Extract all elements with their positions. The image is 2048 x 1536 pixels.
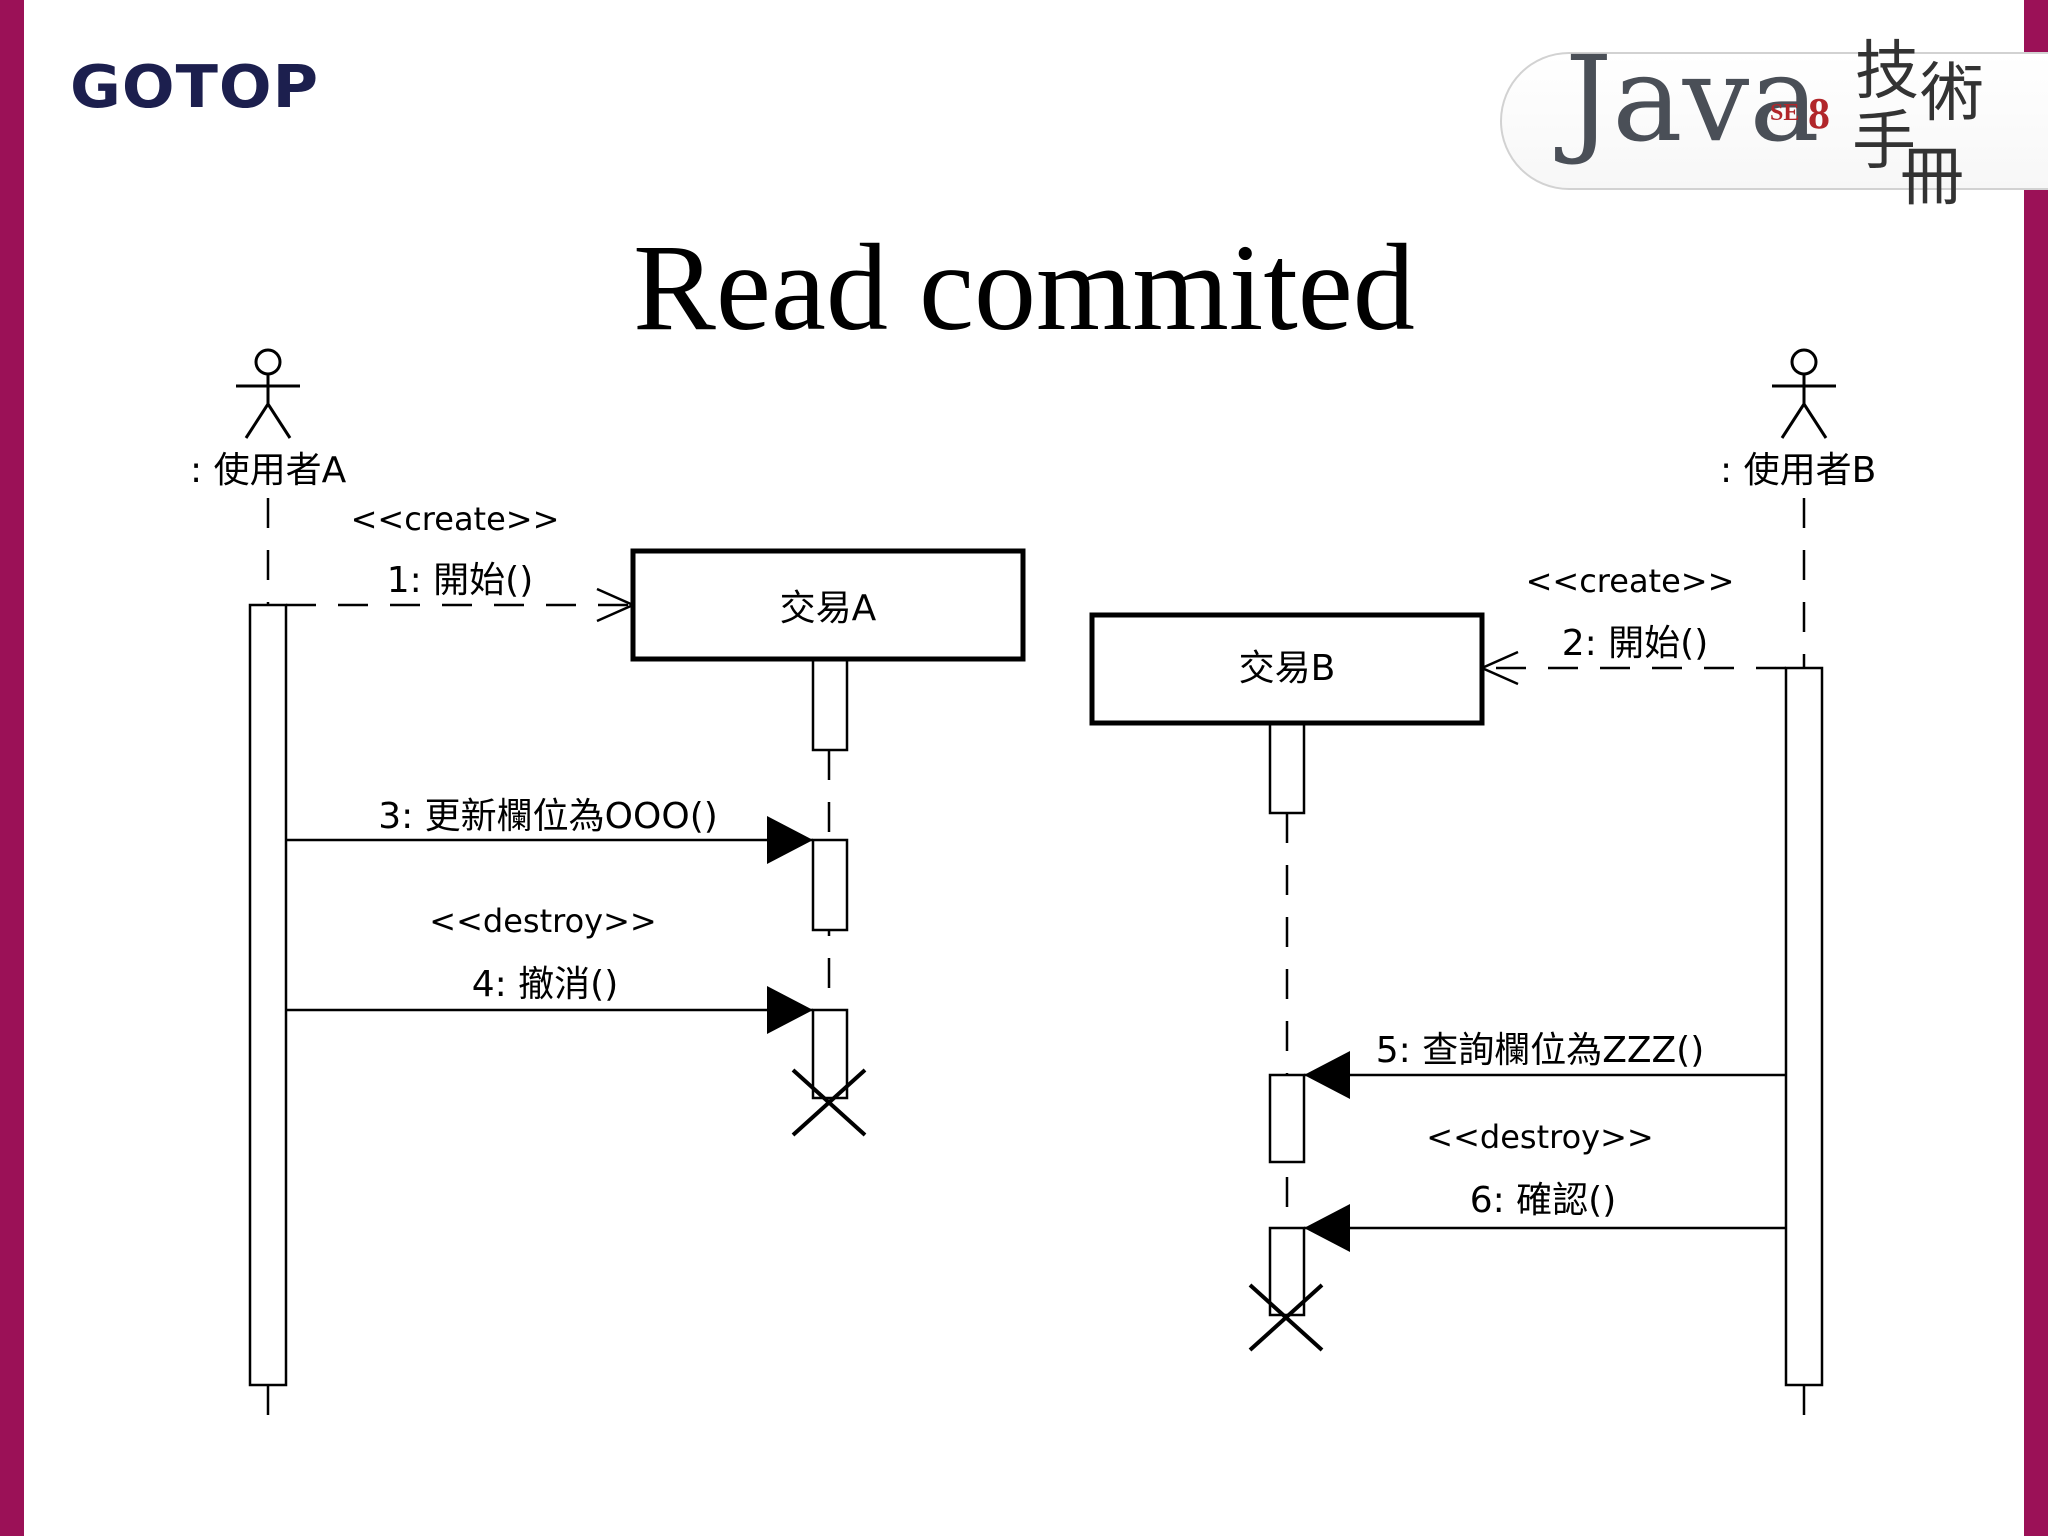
message-1: <<create>> 1: 開始() [286, 500, 633, 605]
message-label: 4: 撤消() [472, 964, 619, 1005]
message-label: 2: 開始() [1562, 623, 1709, 664]
message-label: 5: 查詢欄位為ZZZ() [1376, 1030, 1705, 1071]
message-5: 5: 查詢欄位為ZZZ() [1304, 1030, 1786, 1099]
banner-version-text: 8 [1808, 89, 1830, 138]
stick-figure-icon [236, 348, 300, 439]
banner-java-text: Java [1565, 30, 1820, 168]
banner-se-text: SE [1770, 100, 1800, 126]
banner-char-2: 術 [1920, 57, 1984, 131]
message-label: 3: 更新欄位為OOO() [378, 796, 718, 837]
page-title: Read commited [633, 219, 1415, 356]
message-label: 6: 確認() [1470, 1180, 1617, 1221]
object-transaction-b: 交易B [1089, 612, 1485, 726]
activation-transaction-b-2 [1268, 1073, 1306, 1164]
object-transaction-a: 交易A [630, 548, 1026, 662]
banner-char-4: 冊 [1900, 141, 1964, 215]
activation-user-b [1784, 666, 1824, 1387]
actor-label: : 使用者B [1720, 450, 1876, 491]
activation-transaction-a-2 [811, 838, 849, 932]
message-6: <<destroy>> 6: 確認() [1304, 1118, 1786, 1252]
activation-transaction-a-3 [811, 1008, 849, 1100]
destroy-mark-transaction-a [791, 1068, 867, 1137]
message-stereotype: <<destroy>> [1426, 1118, 1653, 1156]
message-4: <<destroy>> 4: 撤消() [286, 902, 813, 1034]
message-stereotype: <<create>> [351, 500, 560, 538]
message-2: <<create>> 2: 開始() [1482, 562, 1786, 668]
message-stereotype: <<destroy>> [429, 902, 656, 940]
message-3: 3: 更新欄位為OOO() [286, 796, 813, 864]
object-label: 交易B [1239, 648, 1336, 689]
banner-char-1: 技 [1855, 35, 1919, 109]
java-banner [1500, 52, 2048, 190]
actor-label: : 使用者A [190, 450, 347, 491]
left-frame-bar [0, 0, 24, 1536]
stick-figure-icon [1772, 348, 1836, 439]
actor-user-a: : 使用者A [190, 348, 347, 491]
activation-transaction-a-1 [811, 658, 849, 752]
destroy-mark-transaction-b [1248, 1283, 1324, 1352]
gotop-logo: GOTOP [70, 51, 320, 122]
activation-user-a [248, 603, 288, 1387]
object-label: 交易A [780, 588, 877, 629]
activation-transaction-b-1 [1268, 721, 1306, 815]
actor-user-b: : 使用者B [1720, 348, 1876, 491]
message-stereotype: <<create>> [1526, 562, 1735, 600]
activation-transaction-b-3 [1268, 1226, 1306, 1317]
message-label: 1: 開始() [387, 560, 534, 601]
right-frame-bar [2024, 0, 2048, 1536]
banner-char-3: 手 [1852, 105, 1916, 179]
